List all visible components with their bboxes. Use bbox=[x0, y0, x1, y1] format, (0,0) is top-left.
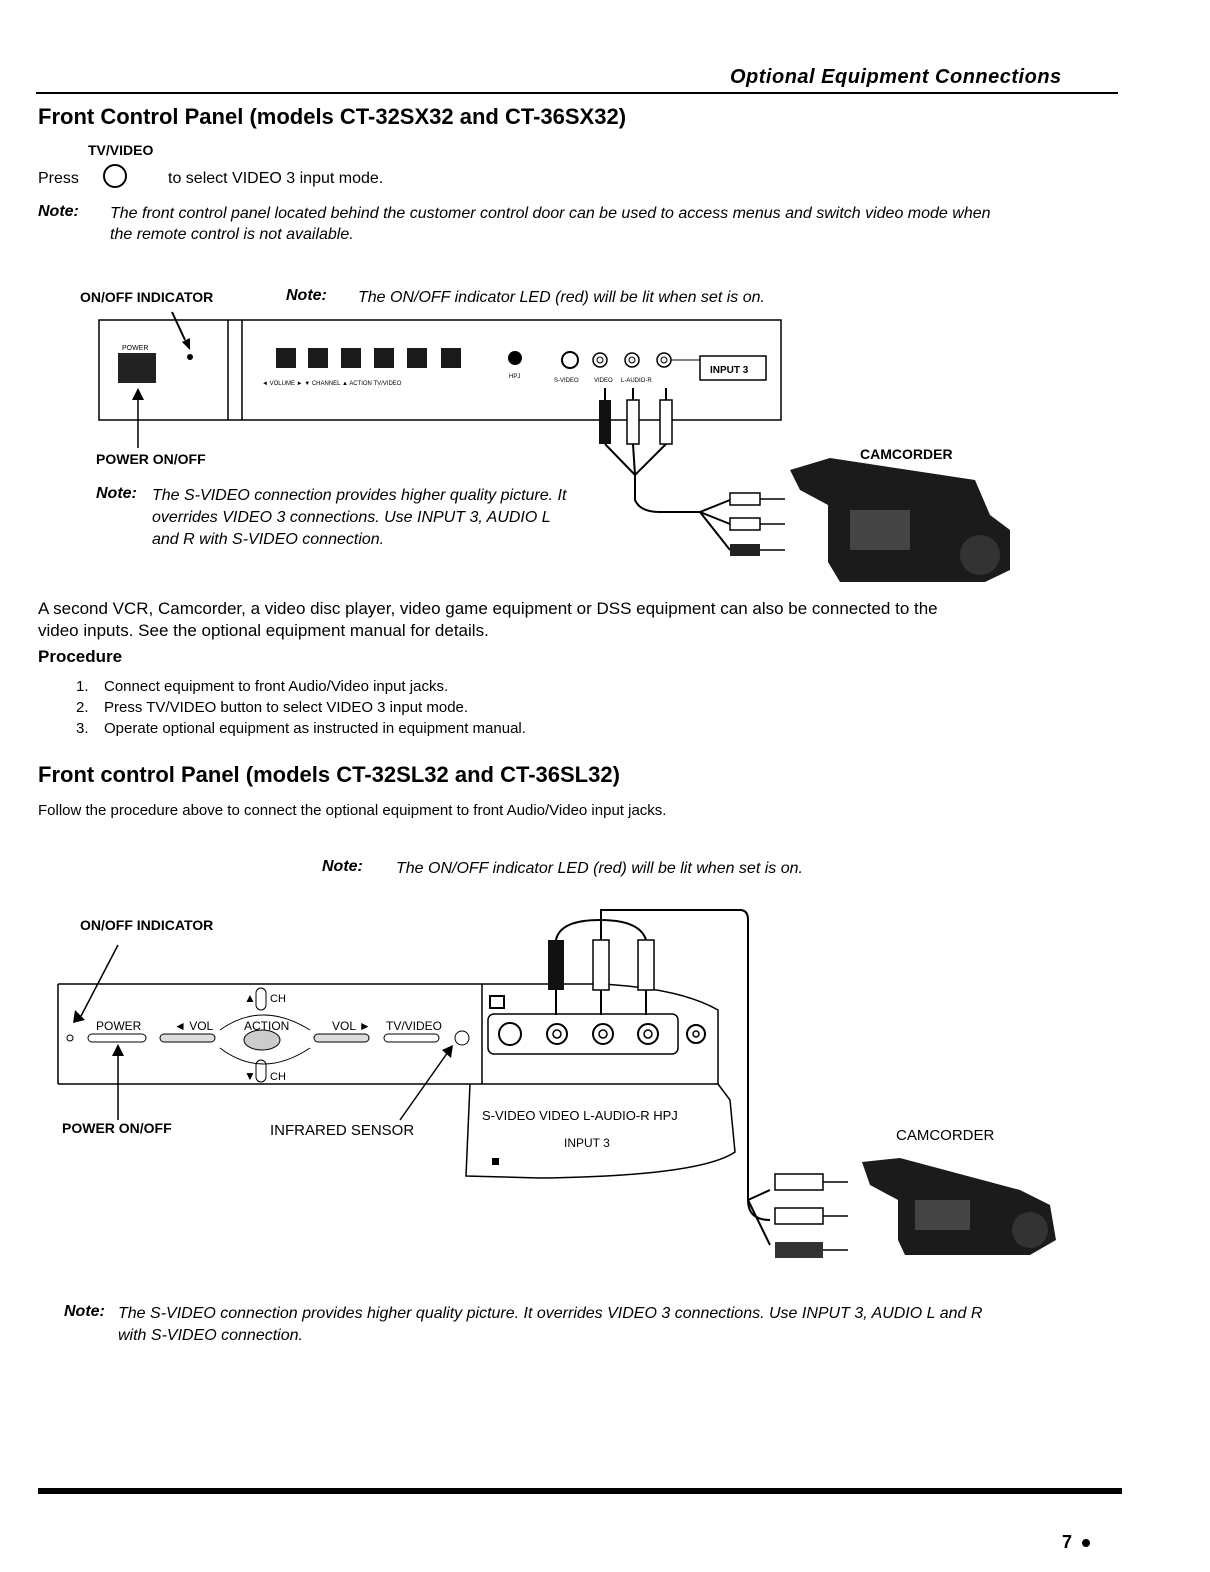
vol-right-label: VOL ► bbox=[332, 1019, 371, 1033]
power-small-label: POWER bbox=[122, 345, 148, 352]
video-plug bbox=[626, 399, 640, 445]
note-label: Note: bbox=[38, 203, 79, 220]
section-header-title: Optional Equipment Connections bbox=[730, 66, 1062, 88]
hpj-label: HPJ bbox=[509, 374, 520, 380]
camcorder-label: CAMCORDER bbox=[860, 446, 953, 462]
power-onoff-label: POWER ON/OFF bbox=[96, 451, 206, 467]
audio-plug bbox=[659, 399, 673, 445]
front-panel-diagram-1: POWER ◄ VOLUME ► ▼ CHANNEL ▲ ACTION TV/V… bbox=[98, 311, 1010, 582]
panel-button bbox=[441, 348, 461, 368]
svg-text:▲: ▲ bbox=[244, 991, 256, 1005]
svideo-label: S-VIDEO bbox=[554, 378, 579, 384]
led-note-label: Note: bbox=[286, 287, 327, 304]
vol-up-button bbox=[313, 1033, 370, 1043]
svideo-note-line: overrides VIDEO 3 connections. Use INPUT… bbox=[152, 509, 551, 526]
ch-up-label: CH bbox=[270, 993, 286, 1005]
audio-plug bbox=[637, 939, 655, 991]
audio-r-jack bbox=[656, 352, 672, 368]
press-text: Press bbox=[38, 170, 79, 187]
onoff-indicator-label: ON/OFF INDICATOR bbox=[80, 917, 214, 933]
camcorder-image bbox=[862, 1158, 1056, 1255]
action-label: ACTION bbox=[244, 1019, 289, 1033]
note-line: the remote control is not available. bbox=[110, 226, 354, 243]
svideo-note-line: The S-VIDEO connection provides higher q… bbox=[152, 487, 567, 504]
svideo-note-label: Note: bbox=[96, 485, 137, 502]
camcorder-label: CAMCORDER bbox=[896, 1127, 995, 1144]
infrared-sensor-label: INFRARED SENSOR bbox=[270, 1122, 415, 1139]
video-jack bbox=[546, 1023, 568, 1045]
list-item: 3.Operate optional equipment as instruct… bbox=[76, 720, 526, 737]
panel-button bbox=[407, 348, 427, 368]
vol-down-button bbox=[159, 1033, 216, 1043]
note-line: The S-VIDEO connection provides higher q… bbox=[118, 1305, 983, 1322]
input3-label: INPUT 3 bbox=[710, 365, 749, 376]
led-note-text: The ON/OFF indicator LED (red) will be l… bbox=[358, 289, 765, 306]
svideo-note-line: and R with S-VIDEO connection. bbox=[152, 531, 385, 548]
list-item: 2.Press TV/VIDEO button to select VIDEO … bbox=[76, 699, 469, 716]
page-number: 7 bbox=[1062, 1532, 1091, 1553]
video-plug bbox=[592, 939, 610, 991]
tvvideo-label: TV/VIDEO bbox=[88, 142, 154, 158]
panel-button bbox=[276, 348, 296, 368]
svideo-plug bbox=[548, 940, 564, 990]
camcorder-image bbox=[790, 458, 1010, 582]
paragraph-line: A second VCR, Camcorder, a video disc pl… bbox=[38, 599, 938, 618]
tvvideo-button-icon bbox=[103, 164, 127, 188]
hpj-jack bbox=[508, 351, 522, 365]
ch-down-label: CH bbox=[270, 1071, 286, 1083]
ch-up-button bbox=[255, 987, 267, 1011]
paragraph-line: video inputs. See the optional equipment… bbox=[38, 621, 489, 640]
note-line: with S-VIDEO connection. bbox=[118, 1327, 303, 1344]
panel-button-labels: ◄ VOLUME ► ▼ CHANNEL ▲ ACTION TV/VIDEO bbox=[262, 381, 402, 387]
input3-label: INPUT 3 bbox=[564, 1136, 610, 1150]
power-button bbox=[87, 1033, 147, 1043]
section1-title: Front Control Panel (models CT-32SX32 an… bbox=[38, 104, 627, 129]
onoff-indicator-label: ON/OFF INDICATOR bbox=[80, 289, 214, 305]
svg-text:▼: ▼ bbox=[244, 1069, 256, 1083]
ch-down-button bbox=[255, 1059, 267, 1083]
audio-l-jack bbox=[624, 352, 640, 368]
tvvideo-label: TV/VIDEO bbox=[386, 1019, 442, 1033]
jack-panel bbox=[487, 1013, 679, 1055]
header-rule bbox=[36, 92, 1118, 94]
note-line: The front control panel located behind t… bbox=[110, 205, 991, 222]
svideo-jack bbox=[498, 1022, 522, 1046]
onoff-led-dot bbox=[187, 354, 193, 360]
hpj-jack bbox=[686, 1024, 706, 1044]
panel-button bbox=[341, 348, 361, 368]
audio-r-jack bbox=[637, 1023, 659, 1045]
footer-rule bbox=[38, 1488, 1122, 1494]
tvvideo-button bbox=[383, 1033, 440, 1043]
action-button bbox=[243, 1029, 281, 1051]
panel-button bbox=[308, 348, 328, 368]
power-label: POWER bbox=[96, 1019, 142, 1033]
list-item: 1.Connect equipment to front Audio/Video… bbox=[76, 678, 449, 695]
front-panel-diagram-2: POWER ◄ VOL ACTION ▲ CH ▼ CH VOL ► TV/VI… bbox=[57, 909, 1056, 1258]
infrared-sensor bbox=[454, 1030, 470, 1046]
audio-label: L-AUDIO-R bbox=[621, 378, 652, 384]
section2-title: Front control Panel (models CT-32SL32 an… bbox=[38, 762, 620, 787]
svideo-plug bbox=[599, 400, 611, 444]
panel-button bbox=[374, 348, 394, 368]
input3-box bbox=[699, 355, 767, 381]
audio-l-jack bbox=[592, 1023, 614, 1045]
power-onoff-label: POWER ON/OFF bbox=[62, 1120, 172, 1136]
bullet-icon bbox=[1082, 1539, 1091, 1548]
press-suffix: to select VIDEO 3 input mode. bbox=[168, 170, 384, 187]
section2-intro: Follow the procedure above to connect th… bbox=[38, 802, 667, 819]
video-label: VIDEO bbox=[594, 378, 613, 384]
led-note-label: Note: bbox=[322, 858, 363, 875]
led-note-text: The ON/OFF indicator LED (red) will be l… bbox=[396, 860, 803, 877]
note-label: Note: bbox=[64, 1303, 105, 1320]
svideo-jack bbox=[561, 351, 579, 369]
procedure-title: Procedure bbox=[38, 647, 123, 666]
video-jack bbox=[592, 352, 608, 368]
power-button bbox=[118, 353, 156, 383]
jack-labels: S-VIDEO VIDEO L-AUDIO-R HPJ bbox=[482, 1108, 678, 1123]
vol-left-label: ◄ VOL bbox=[174, 1019, 214, 1033]
